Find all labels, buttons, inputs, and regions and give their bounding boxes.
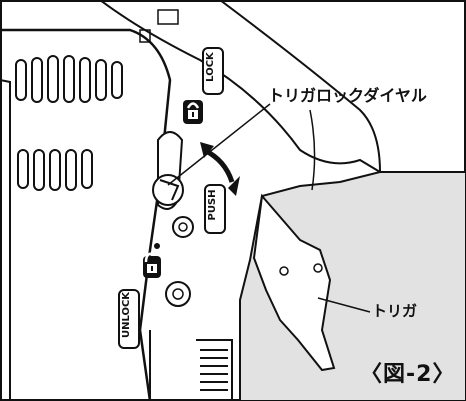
trigger-leader-line — [317, 297, 371, 313]
grip-left-edge — [0, 79, 11, 401]
lock-closed-icon — [183, 100, 203, 124]
top-tab-right — [157, 9, 179, 25]
grip-outline — [0, 28, 172, 401]
grip-ridges — [200, 349, 228, 391]
body-seam-line — [309, 109, 316, 191]
body-rear-outline — [219, 0, 381, 173]
trigger-pin-left — [279, 266, 289, 276]
top-tab-left — [139, 29, 151, 43]
rotation-arrow-icon — [200, 142, 240, 196]
lock-badge-text: LOCK — [205, 51, 216, 82]
round-button-upper — [172, 216, 194, 238]
trigger-pin-right — [313, 263, 323, 273]
push-badge: PUSH — [204, 184, 226, 234]
dial-label: トリガロックダイヤル — [268, 86, 427, 105]
lower-grip-edge — [196, 339, 233, 401]
vent-slots — [15, 55, 123, 191]
trigger-housing — [239, 171, 466, 401]
unlock-badge: UNLOCK — [118, 289, 140, 349]
trigger-blade — [252, 193, 336, 372]
round-button-lower — [165, 281, 191, 307]
trigger-lock-dial — [152, 131, 184, 210]
lock-open-icon — [143, 252, 161, 278]
indicator-dot — [154, 243, 160, 249]
figure-caption: 〈図-2〉 — [360, 362, 456, 387]
lock-badge: LOCK — [202, 47, 224, 95]
trigger-label: トリガ — [372, 302, 418, 320]
dial-leader-line — [167, 103, 271, 186]
unlock-badge-text: UNLOCK — [121, 291, 132, 338]
push-badge-text: PUSH — [207, 189, 218, 220]
